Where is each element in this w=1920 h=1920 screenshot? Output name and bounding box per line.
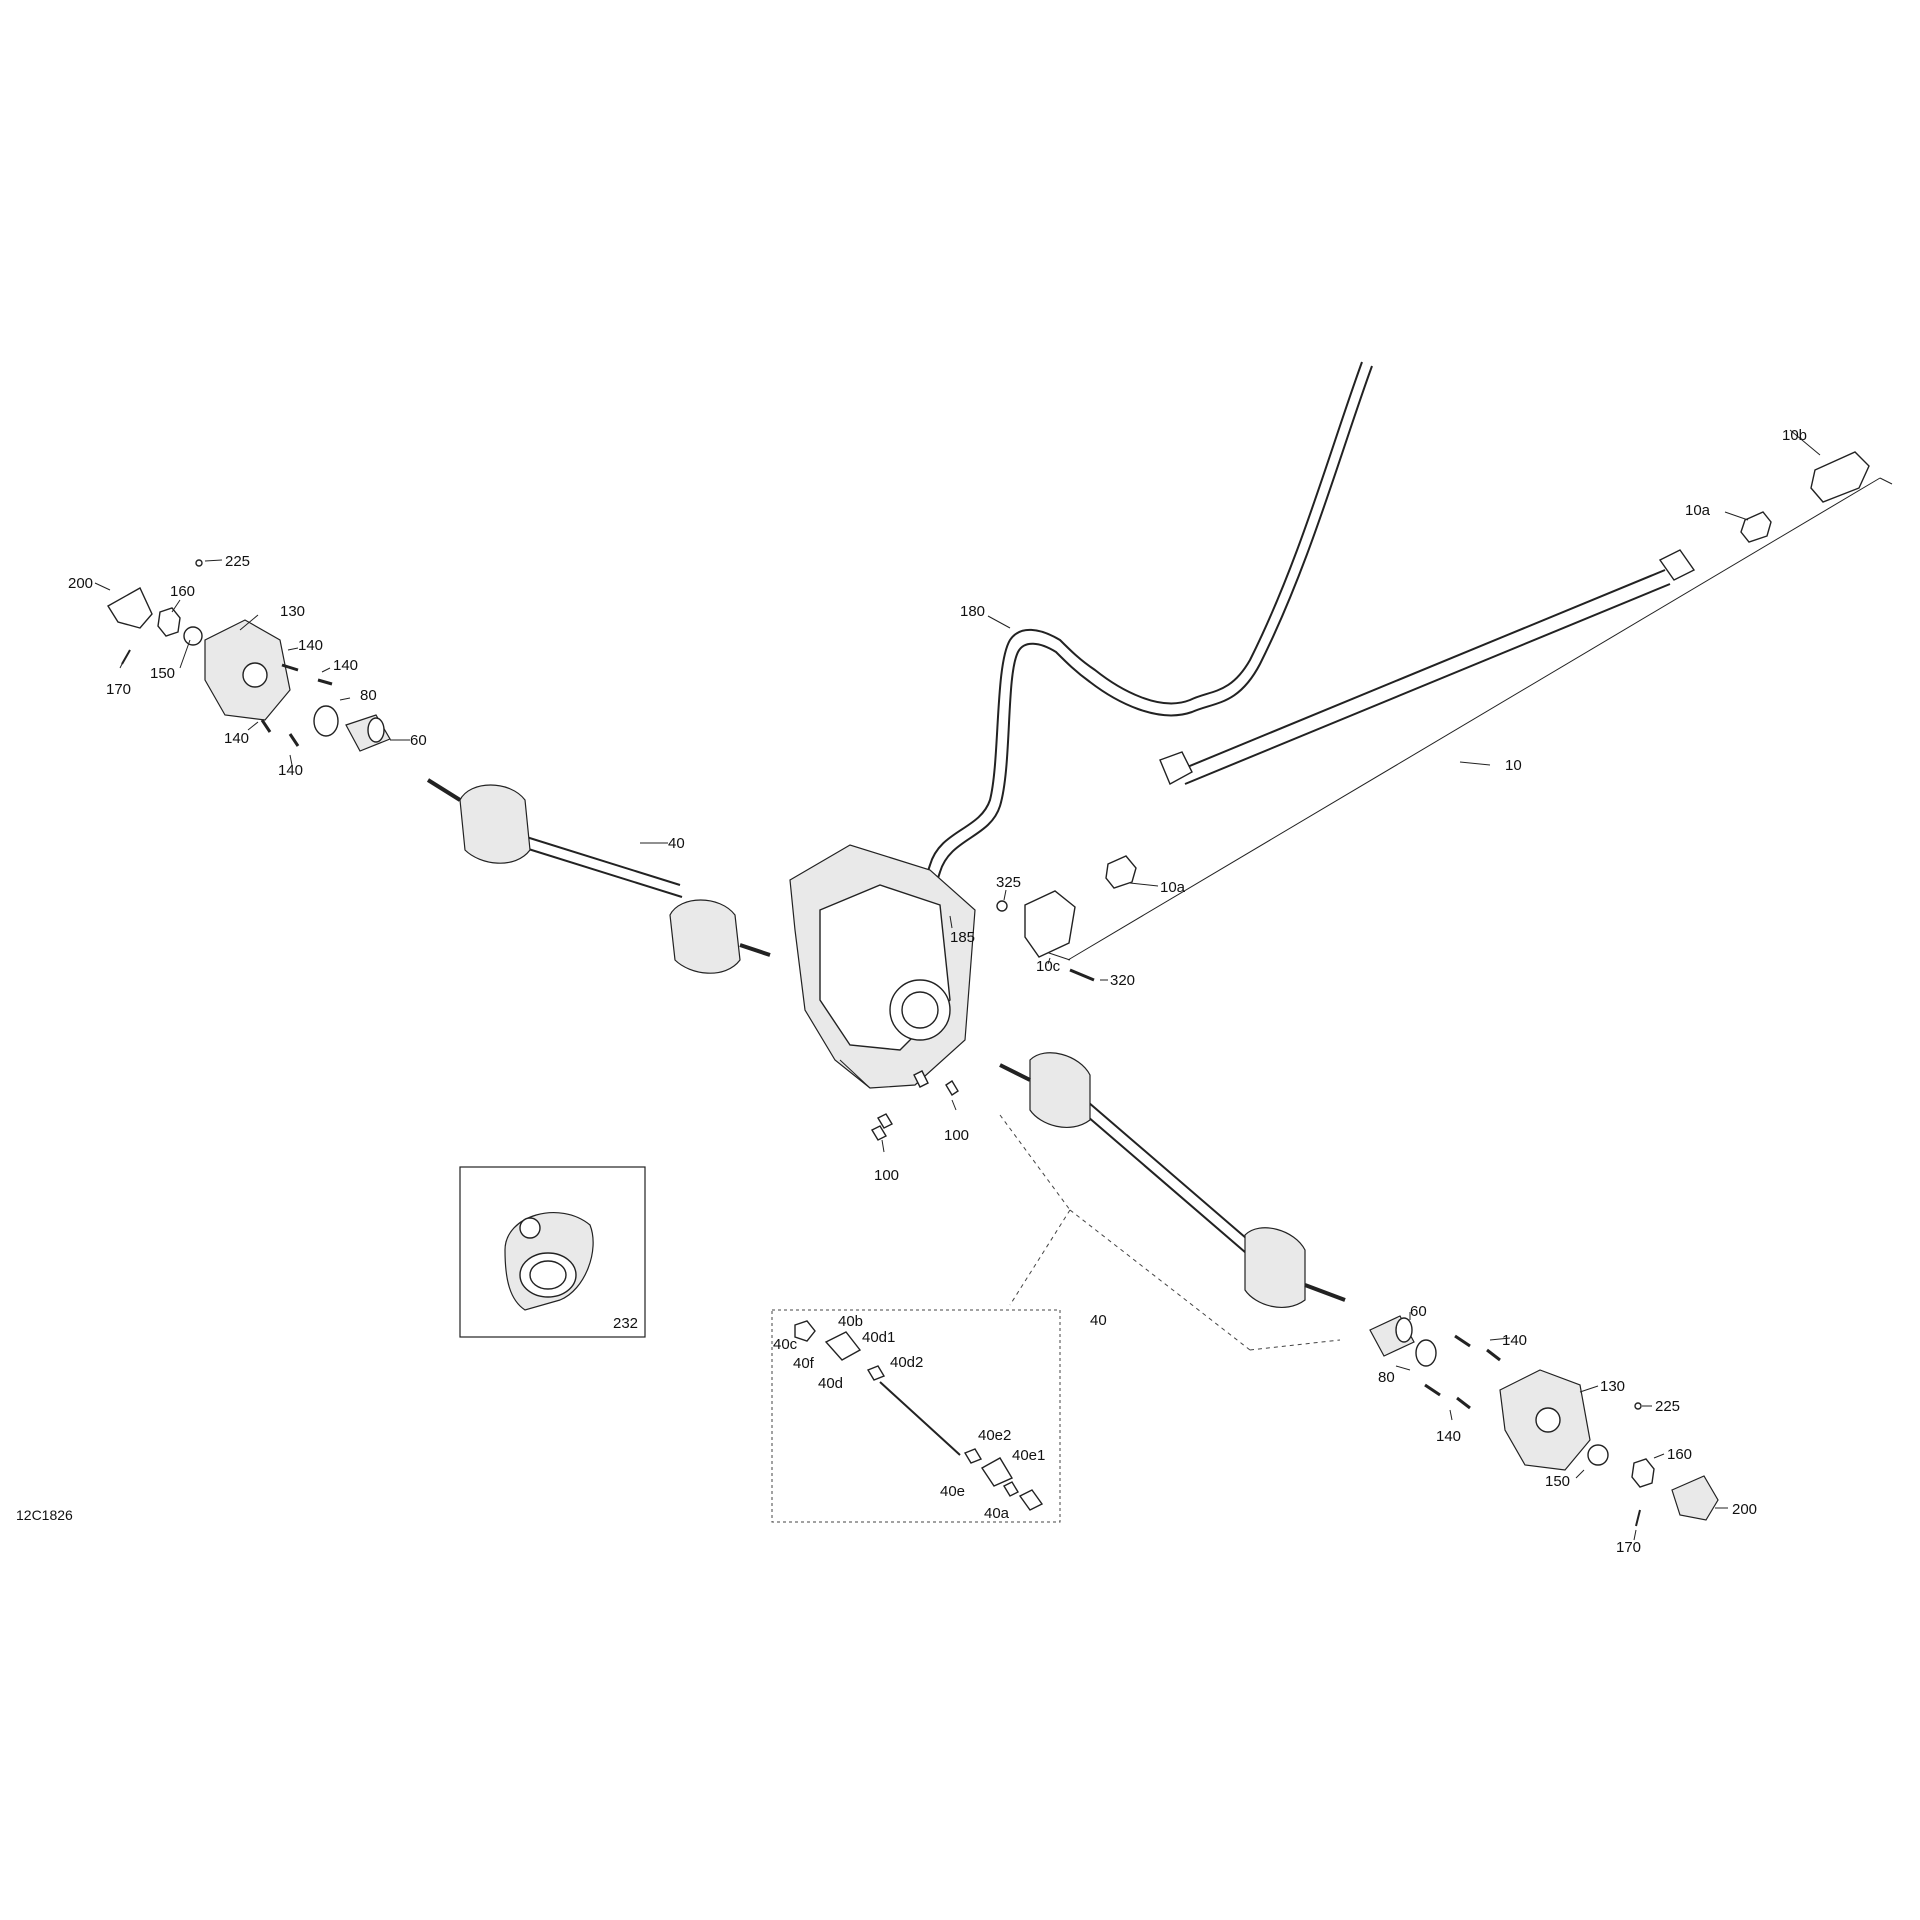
label-225-right: 225 <box>1655 1398 1680 1415</box>
part-labels: 225 200 160 130 140 140 150 170 80 140 6… <box>16 427 1807 1556</box>
label-180: 180 <box>960 603 985 620</box>
detail-label-40e: 40e <box>940 1483 965 1500</box>
label-40-detail: 40 <box>1090 1312 1107 1329</box>
label-140-a: 140 <box>298 637 323 654</box>
detail-label-40b: 40b <box>838 1313 863 1330</box>
label-10c: 10c <box>1036 958 1061 975</box>
inset-232-box <box>459 1166 646 1338</box>
bolt-100a[interactable] <box>913 1070 959 1096</box>
detail-label-40a: 40a <box>984 1505 1010 1522</box>
wheel-hub-130-right[interactable] <box>1499 1369 1591 1471</box>
wheel-studs-140-right[interactable] <box>1424 1334 1501 1410</box>
wheel-hub-130-left[interactable] <box>204 619 291 721</box>
detail-label-40e1: 40e1 <box>1012 1447 1045 1464</box>
yoke-10b[interactable] <box>1810 451 1870 503</box>
castle-nut-160-right[interactable] <box>1631 1458 1655 1488</box>
nut-225-left[interactable] <box>195 559 203 567</box>
castle-nut-160-left[interactable] <box>157 607 181 637</box>
universal-joint-cross-top[interactable] <box>1740 511 1772 543</box>
label-140-d: 140 <box>278 762 303 779</box>
bearing-60-right[interactable] <box>1369 1315 1415 1357</box>
label-10: 10 <box>1505 757 1522 774</box>
label-170-left: 170 <box>106 681 131 698</box>
hub-cap-200-right[interactable] <box>1671 1475 1719 1521</box>
propeller-shaft[interactable] <box>1159 549 1696 785</box>
detail-label-40d2: 40d2 <box>890 1354 923 1371</box>
differential-housing[interactable] <box>789 844 976 1089</box>
label-200-right: 200 <box>1732 1501 1757 1518</box>
bolt-100b[interactable] <box>871 1113 893 1141</box>
label-10a-top: 10a <box>1685 502 1711 519</box>
label-185: 185 <box>950 929 975 946</box>
detail-label-40d1: 40d1 <box>862 1329 895 1346</box>
nut-225-right[interactable] <box>1634 1402 1642 1410</box>
label-130-left: 130 <box>280 603 305 620</box>
label-80-right: 80 <box>1378 1369 1395 1386</box>
label-232: 232 <box>613 1315 638 1332</box>
detail-label-40c: 40c <box>773 1336 798 1353</box>
detail-label-40f: 40f <box>793 1355 815 1372</box>
detail-callout-lines <box>999 1114 1341 1351</box>
label-100-b: 100 <box>874 1167 899 1184</box>
label-140-c: 140 <box>224 730 249 747</box>
label-130-right: 130 <box>1600 1378 1625 1395</box>
bearing-60-left[interactable] <box>345 714 391 752</box>
label-80-left: 80 <box>360 687 377 704</box>
label-60-left: 60 <box>410 732 427 749</box>
label-10a-bottom: 10a <box>1160 879 1186 896</box>
diagram-code: 12C1826 <box>16 1507 73 1523</box>
detail-40-box <box>771 1309 1061 1523</box>
drive-shaft-right[interactable] <box>999 1052 1346 1309</box>
label-140-e: 140 <box>1502 1332 1527 1349</box>
label-60-right: 60 <box>1410 1303 1427 1320</box>
label-140-f: 140 <box>1436 1428 1461 1445</box>
label-160-left: 160 <box>170 583 195 600</box>
hub-cap-200-left[interactable] <box>107 587 153 629</box>
label-200-left: 200 <box>68 575 93 592</box>
label-170-right: 170 <box>1616 1539 1641 1556</box>
label-325: 325 <box>996 874 1021 891</box>
detail-label-40d: 40d <box>818 1375 843 1392</box>
yoke-10c[interactable] <box>1024 890 1076 958</box>
label-140-b: 140 <box>333 657 358 674</box>
nut-325[interactable] <box>996 900 1008 912</box>
wheel-studs-140-left[interactable] <box>260 663 333 747</box>
washer-150-left[interactable] <box>183 626 203 646</box>
label-150-left: 150 <box>150 665 175 682</box>
label-100-a: 100 <box>944 1127 969 1144</box>
washer-150-right[interactable] <box>1587 1444 1609 1466</box>
detail-label-40e2: 40e2 <box>978 1427 1011 1444</box>
circlip-80-right[interactable] <box>1415 1339 1437 1367</box>
label-40-left: 40 <box>668 835 685 852</box>
cotter-pin-170-right[interactable] <box>1635 1509 1641 1527</box>
leader-lines <box>94 429 1821 1541</box>
label-150-right: 150 <box>1545 1473 1570 1490</box>
bolt-320[interactable] <box>1069 968 1095 982</box>
drive-shaft-left[interactable] <box>426 778 771 974</box>
circlip-80-left[interactable] <box>313 705 339 737</box>
label-10b: 10b <box>1782 427 1807 444</box>
label-225-left: 225 <box>225 553 250 570</box>
label-160-right: 160 <box>1667 1446 1692 1463</box>
label-320: 320 <box>1110 972 1135 989</box>
universal-joint-cross-bottom[interactable] <box>1105 855 1137 889</box>
breather-tube[interactable] <box>924 361 1373 896</box>
